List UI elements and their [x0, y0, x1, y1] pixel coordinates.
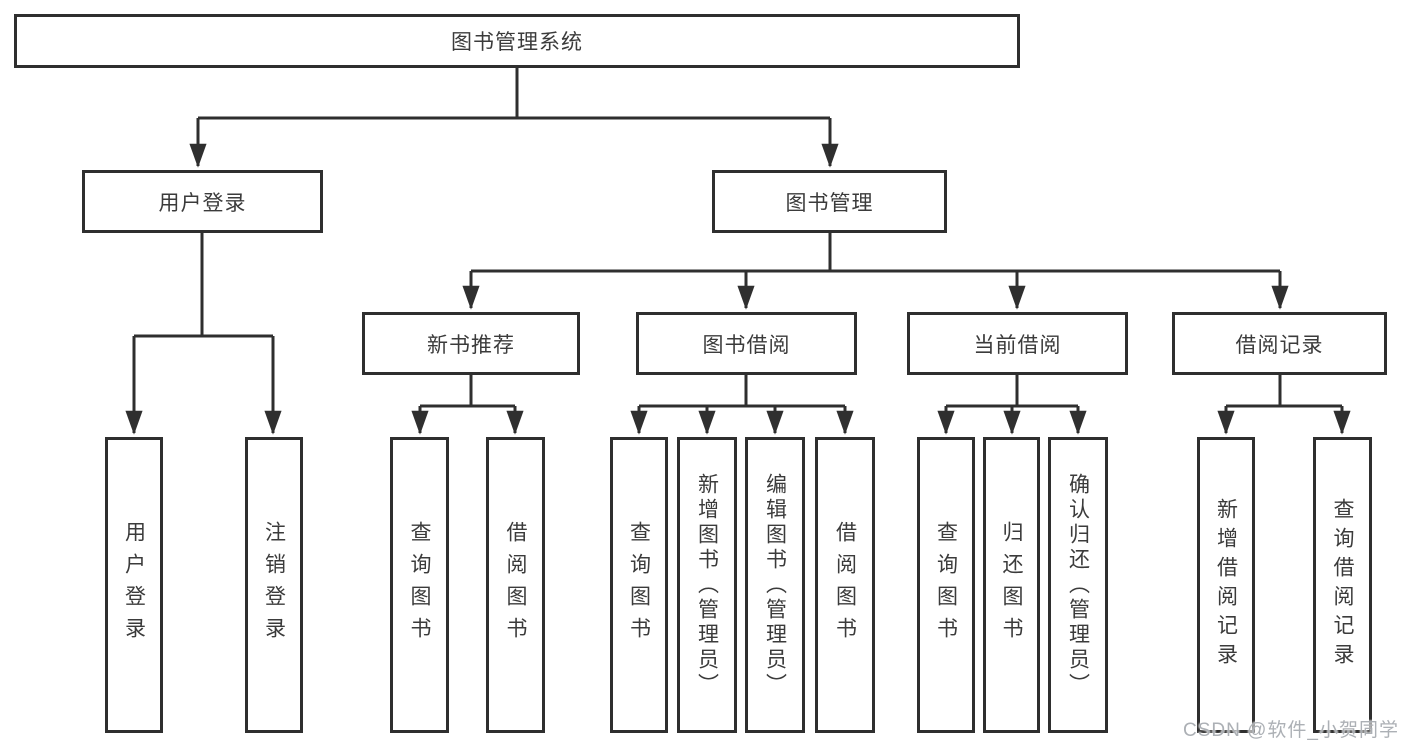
leaf-label: 查询图书 — [934, 521, 958, 649]
node-borrowing-records: 借阅记录 — [1172, 312, 1387, 375]
node-label: 新书推荐 — [427, 333, 515, 357]
node-root-label: 图书管理系统 — [451, 31, 583, 54]
leaf-label: 查询图书 — [408, 521, 431, 649]
leaf-label: 用户登录 — [122, 521, 146, 649]
node-label: 图书管理 — [785, 191, 874, 215]
leaf-label: 编辑图书（管理员） — [763, 472, 787, 698]
leaf-query-books-1: 查询图书 — [390, 437, 449, 733]
leaf-label: 查询借阅记录 — [1331, 498, 1354, 672]
leaf-query-books-2: 查询图书 — [610, 437, 668, 733]
node-label: 当前借阅 — [973, 333, 1062, 357]
node-user-login-branch: 用户登录 — [82, 170, 323, 233]
leaf-label: 确认归还（管理员） — [1066, 472, 1090, 698]
leaf-query-books-3: 查询图书 — [917, 437, 975, 733]
leaf-label: 查询图书 — [627, 521, 651, 649]
leaf-logout: 注销登录 — [245, 437, 303, 733]
node-label: 借阅记录 — [1235, 333, 1324, 357]
leaf-label: 注销登录 — [262, 521, 286, 649]
leaf-label: 借阅图书 — [504, 521, 527, 649]
leaf-label: 归还图书 — [1000, 521, 1023, 649]
node-book-borrowing: 图书借阅 — [636, 312, 857, 375]
leaf-label: 借阅图书 — [833, 521, 857, 649]
leaf-label: 新增借阅记录 — [1214, 498, 1238, 672]
node-book-management: 图书管理 — [712, 170, 947, 233]
leaf-edit-books-admin: 编辑图书（管理员） — [745, 437, 805, 733]
leaf-return-books: 归还图书 — [983, 437, 1040, 733]
node-label: 图书借阅 — [702, 333, 791, 357]
leaf-add-books-admin: 新增图书（管理员） — [677, 437, 737, 733]
leaf-query-borrow-record: 查询借阅记录 — [1313, 437, 1372, 733]
node-new-book-recommend: 新书推荐 — [362, 312, 580, 375]
leaf-confirm-return-admin: 确认归还（管理员） — [1048, 437, 1108, 733]
leaf-user-login: 用户登录 — [105, 437, 163, 733]
leaf-add-borrow-record: 新增借阅记录 — [1197, 437, 1255, 733]
leaf-label: 新增图书（管理员） — [695, 472, 719, 698]
node-label: 用户登录 — [158, 191, 247, 215]
leaf-borrow-books-1: 借阅图书 — [486, 437, 545, 733]
node-root-system: 图书管理系统 — [14, 14, 1020, 68]
leaf-borrow-books-2: 借阅图书 — [815, 437, 875, 733]
node-current-borrowing: 当前借阅 — [907, 312, 1128, 375]
csdn-watermark: CSDN @软件_小贺同学 — [1183, 720, 1399, 741]
